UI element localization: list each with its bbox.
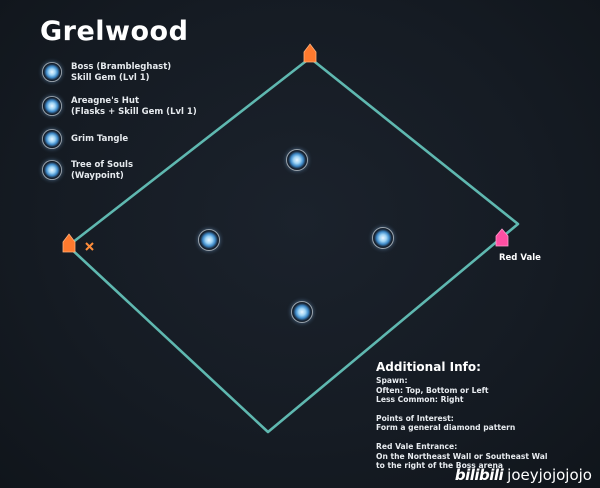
page-title: Grelwood bbox=[40, 16, 189, 47]
poi-orb-top-icon bbox=[286, 149, 308, 171]
skill-gem-orb-icon bbox=[42, 96, 62, 116]
info-section-title: Points of Interest: bbox=[376, 413, 454, 423]
entrance-marker-left-icon bbox=[62, 233, 76, 253]
bilibili-logo: bilibili bbox=[454, 466, 504, 484]
additional-info: Additional Info: Spawn: Often: Top, Bott… bbox=[376, 360, 576, 471]
legend-item-boss: Boss (Brambleghast) Skill Gem (Lvl 1) bbox=[42, 62, 171, 83]
info-line: Form a general diamond pattern bbox=[376, 423, 516, 433]
legend-item-sublabel: Skill Gem (Lvl 1) bbox=[71, 72, 150, 83]
entrance-marker-top-icon bbox=[303, 43, 317, 63]
poi-orb-right-icon bbox=[372, 227, 394, 249]
info-line: Less Common: Right bbox=[376, 395, 464, 405]
legend-item-grim-tangle: Grim Tangle bbox=[42, 129, 128, 149]
red-vale-exit-marker-icon bbox=[495, 228, 509, 247]
red-vale-label: Red Vale bbox=[499, 253, 541, 263]
legend-item-label: Grim Tangle bbox=[71, 134, 129, 144]
info-line: On the Northeast Wall or Southeast Wal bbox=[376, 451, 548, 461]
poi-orb-left-icon bbox=[198, 229, 220, 251]
watermark: bilibili joeyjojojojo bbox=[455, 466, 592, 484]
info-heading: Additional Info: bbox=[376, 360, 481, 374]
watermark-username: joeyjojojojo bbox=[507, 466, 592, 484]
skill-gem-orb-icon bbox=[42, 129, 62, 149]
poi-orb-bottom-icon bbox=[291, 301, 313, 323]
info-line: to the right of the Boss arena bbox=[376, 461, 504, 471]
spawn-cross-icon bbox=[85, 242, 94, 251]
legend-item-label: Boss (Brambleghast) bbox=[71, 62, 172, 72]
legend-item-sublabel: (Waypoint) bbox=[71, 170, 124, 181]
legend-item-sublabel: (Flasks + Skill Gem (Lvl 1) bbox=[71, 106, 197, 117]
legend-item-label: Tree of Souls bbox=[71, 160, 134, 170]
skill-gem-orb-icon bbox=[42, 160, 62, 180]
skill-gem-orb-icon bbox=[42, 62, 62, 82]
info-section-title: Red Vale Entrance: bbox=[376, 441, 458, 451]
info-line: Often: Top, Bottom or Left bbox=[376, 385, 489, 395]
info-section-title: Spawn: bbox=[376, 376, 408, 385]
legend-item-label: Areagne's Hut bbox=[71, 96, 140, 106]
zone-boundary bbox=[66, 56, 520, 434]
legend-item-tree-of-souls: Tree of Souls (Waypoint) bbox=[42, 160, 133, 181]
legend-item-areagnes-hut: Areagne's Hut (Flasks + Skill Gem (Lvl 1… bbox=[42, 96, 197, 117]
